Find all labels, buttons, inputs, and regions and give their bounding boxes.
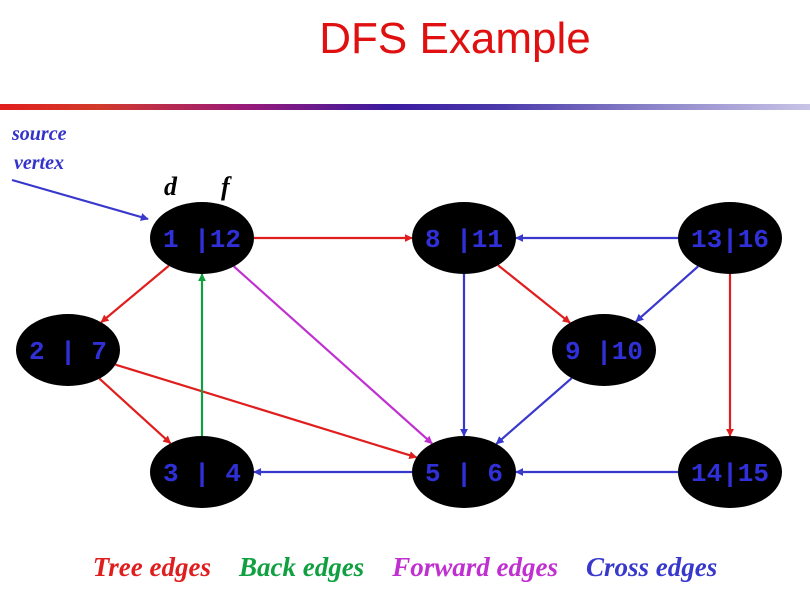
legend-forward-edges: Forward edges bbox=[392, 552, 558, 582]
vertex-ellipse bbox=[150, 202, 254, 274]
vertex-ellipse bbox=[678, 202, 782, 274]
vertex-label: 5 | 6 bbox=[425, 459, 503, 489]
edges-layer bbox=[98, 234, 734, 476]
source-pointer-arrow bbox=[11, 178, 149, 221]
vertex-ellipse bbox=[552, 314, 656, 386]
vertex-d: 2 | 7 bbox=[16, 314, 120, 386]
vertex-g: 5 | 6 bbox=[412, 436, 516, 508]
vertex-label: 8 |11 bbox=[425, 225, 503, 255]
source-label-line1: source bbox=[11, 123, 67, 145]
vertex-h: 14|15 bbox=[678, 436, 782, 508]
legend-back-edges: Back edges bbox=[238, 552, 365, 582]
legend: Tree edges Back edges Forward edges Cros… bbox=[0, 552, 810, 583]
vertex-ellipse bbox=[678, 436, 782, 508]
vertex-ellipse bbox=[16, 314, 120, 386]
legend-tree-edges: Tree edges bbox=[92, 552, 211, 582]
vertex-ellipse bbox=[412, 202, 516, 274]
forward-edge-a-g bbox=[233, 265, 433, 445]
finish-time-label: f bbox=[221, 172, 232, 201]
vertex-a: 1 |12 bbox=[150, 202, 254, 274]
nodes-layer: 1 |12 8 |11 13|16 2 | 7 9 |10 3 | 4 5 | 6 14|15 bbox=[16, 202, 782, 508]
title-divider bbox=[0, 104, 810, 110]
vertex-ellipse bbox=[412, 436, 516, 508]
vertex-label: 1 |12 bbox=[163, 225, 241, 255]
vertex-f: 3 | 4 bbox=[150, 436, 254, 508]
tree-edge-b-e bbox=[497, 264, 571, 324]
vertex-label: 9 |10 bbox=[565, 337, 643, 367]
vertex-label: 2 | 7 bbox=[29, 337, 107, 367]
source-label-line2: vertex bbox=[14, 152, 64, 174]
cross-edge-e-g bbox=[495, 377, 573, 445]
discovery-time-label: d bbox=[164, 172, 178, 201]
vertex-e: 9 |10 bbox=[552, 314, 656, 386]
cross-edge-c-e bbox=[635, 265, 699, 323]
page-title: DFS Example bbox=[319, 14, 591, 63]
vertex-label: 3 | 4 bbox=[163, 459, 241, 489]
vertex-b: 8 |11 bbox=[412, 202, 516, 274]
vertex-c: 13|16 bbox=[678, 202, 782, 274]
vertex-label: 13|16 bbox=[691, 225, 769, 255]
tree-edge-a-d bbox=[100, 264, 170, 324]
legend-cross-edges: Cross edges bbox=[585, 552, 718, 582]
tree-edge-d-g bbox=[115, 363, 418, 460]
vertex-label: 14|15 bbox=[691, 459, 769, 489]
vertex-ellipse bbox=[150, 436, 254, 508]
tree-edge-d-f bbox=[98, 377, 172, 445]
